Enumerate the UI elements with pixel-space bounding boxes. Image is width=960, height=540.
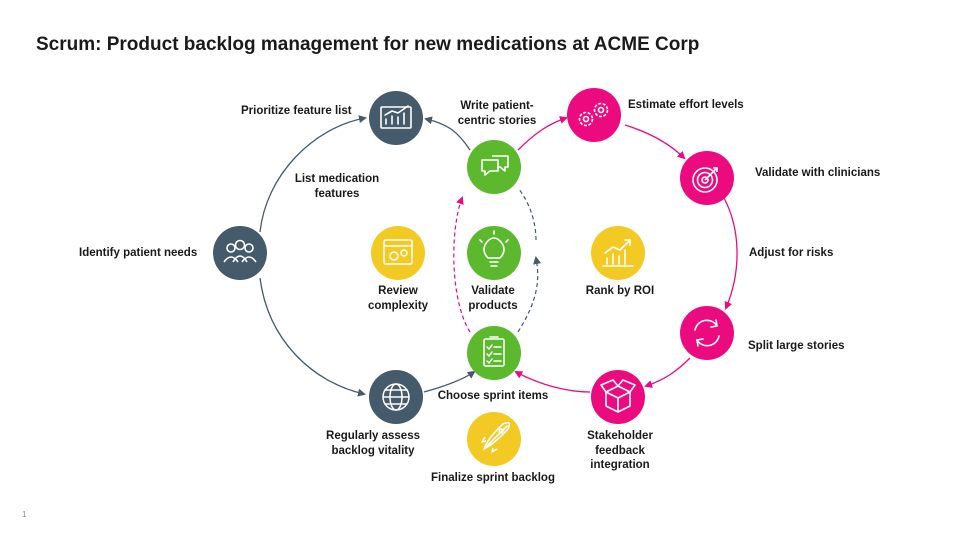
assess-vitality-node bbox=[369, 370, 423, 424]
label-choose-items: Choose sprint items bbox=[437, 390, 549, 402]
page-number: 1 bbox=[22, 510, 27, 519]
prioritize-node bbox=[369, 91, 423, 145]
review-complexity-node bbox=[371, 226, 425, 280]
arrow-stakeholder-to-choose bbox=[514, 371, 591, 393]
chat-bubbles-icon bbox=[481, 155, 509, 176]
identify-needs-node bbox=[213, 226, 267, 280]
gear-window-icon bbox=[383, 239, 413, 265]
finalize-backlog-node bbox=[467, 412, 521, 466]
label-validate-clinicians: Validate with clinicians bbox=[755, 167, 881, 179]
arrow-clinicians-to-split bbox=[723, 197, 738, 310]
validate-clinicians-node bbox=[680, 151, 734, 205]
write-stories-node bbox=[467, 140, 521, 194]
arrow-needs-to-assess bbox=[259, 277, 366, 397]
label-rank-roi: Rank by ROI bbox=[585, 285, 655, 297]
box-icon bbox=[600, 379, 636, 413]
page-title: Scrum: Product backlog management for ne… bbox=[36, 34, 700, 55]
arrow-write-to-estimate bbox=[517, 116, 568, 151]
rocket-icon bbox=[481, 421, 511, 453]
label-finalize-backlog: Finalize sprint backlog bbox=[431, 472, 555, 484]
split-stories-node bbox=[680, 306, 734, 360]
validate-products-node bbox=[467, 226, 521, 280]
choose-items-node bbox=[467, 326, 521, 380]
label-prioritize: Prioritize feature list bbox=[241, 105, 352, 117]
arrow-split-to-stakeholder bbox=[644, 357, 691, 388]
arrow-assess-to-choose bbox=[423, 370, 476, 393]
people-icon bbox=[223, 239, 257, 263]
refresh-icon bbox=[694, 319, 720, 347]
arrow-dashed-right bbox=[517, 256, 542, 333]
rank-roi-node bbox=[591, 226, 645, 280]
label-review-complexity: Review complexity bbox=[367, 285, 429, 312]
label-identify-needs: Identify patient needs bbox=[79, 247, 198, 259]
label-split-stories: Split large stories bbox=[748, 340, 845, 352]
lightbulb-icon bbox=[479, 230, 509, 267]
arrow-dashed-right-top bbox=[517, 187, 537, 241]
label-assess-vitality: Regularly assess backlog vitality bbox=[326, 430, 420, 457]
estimate-effort-node bbox=[567, 88, 621, 142]
gears-icon bbox=[578, 102, 609, 127]
label-list-features: List medication features bbox=[294, 173, 380, 200]
label-write-stories: Write patient- centric stories bbox=[457, 100, 537, 127]
label-stakeholder-feedback: Stakeholder feedback integration bbox=[587, 430, 653, 471]
label-estimate-effort: Estimate effort levels bbox=[628, 99, 744, 111]
label-validate-products: Validate products bbox=[468, 285, 518, 312]
arrow-needs-to-prioritize bbox=[259, 115, 367, 233]
stakeholder-feedback-node bbox=[591, 370, 645, 424]
target-icon bbox=[692, 167, 718, 193]
globe-icon bbox=[382, 383, 410, 411]
rising-chart-icon bbox=[602, 239, 634, 267]
arrow-estimate-to-clinicians bbox=[624, 124, 686, 160]
label-adjust-risks: Adjust for risks bbox=[749, 247, 834, 259]
chart-board-icon bbox=[380, 105, 412, 129]
checklist-icon bbox=[483, 336, 505, 367]
arrow-write-to-prioritize bbox=[424, 116, 471, 151]
